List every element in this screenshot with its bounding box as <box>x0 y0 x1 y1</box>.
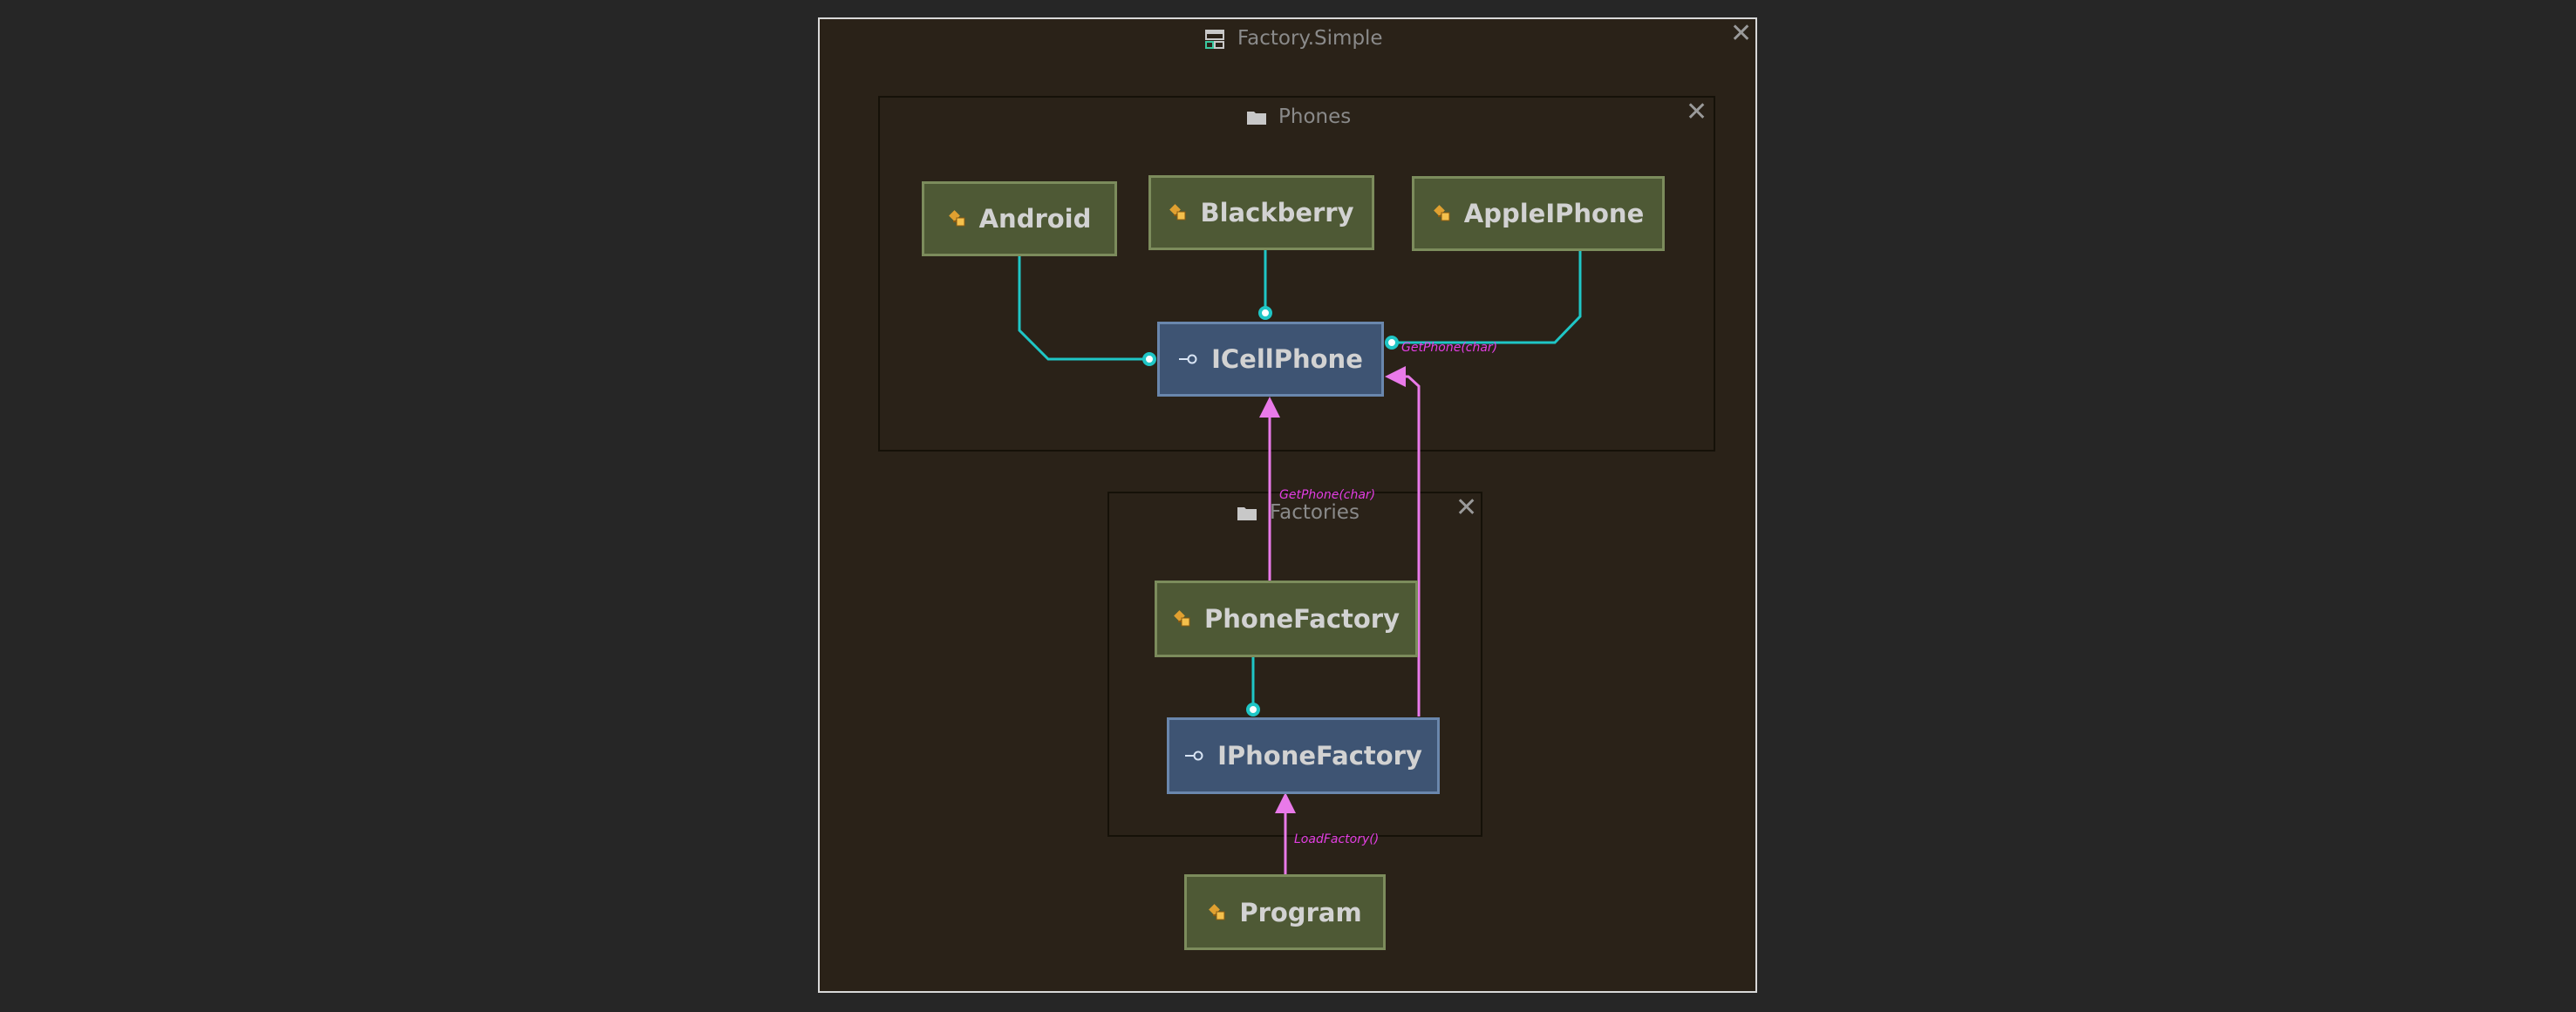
appleiphone-node-label: AppleIPhone <box>1463 199 1645 228</box>
phones-group-close-icon[interactable]: ✕ <box>1686 97 1708 127</box>
program-node[interactable]: Program <box>1184 874 1386 950</box>
diagram-window-icon <box>1204 29 1225 53</box>
factories-group-close-icon[interactable]: ✕ <box>1455 492 1478 523</box>
diagram-window-title: Factory.Simple <box>1237 27 1383 50</box>
class-icon <box>948 209 967 228</box>
iphonefactory-node[interactable]: IPhoneFactory <box>1167 717 1440 794</box>
program-node-label: Program <box>1239 897 1362 927</box>
iphonefactory-node-label: IPhoneFactory <box>1217 741 1422 771</box>
blackberry-implements-port <box>1258 306 1272 320</box>
edge-label-getphone-lower: GetPhone(char) <box>1279 488 1376 502</box>
appleiphone-implements-edge <box>1392 251 1582 344</box>
class-icon <box>1433 204 1452 223</box>
android-node-label: Android <box>978 204 1092 234</box>
factories-group-title: Factories <box>1270 501 1360 524</box>
blackberry-node-label: Blackberry <box>1200 198 1354 228</box>
phonefactory-node-label: PhoneFactory <box>1204 604 1400 634</box>
appleiphone-node[interactable]: AppleIPhone <box>1412 176 1665 251</box>
class-icon <box>1208 903 1227 922</box>
edge-label-getphone-upper: GetPhone(char) <box>1401 341 1498 355</box>
edge-label-loadfactory: LoadFactory() <box>1294 832 1380 846</box>
class-icon <box>1173 609 1192 628</box>
icellphone-node-label: ICellPhone <box>1211 344 1363 374</box>
interface-icon <box>1184 750 1205 762</box>
android-implements-port <box>1142 352 1156 366</box>
blackberry-node[interactable]: Blackberry <box>1148 175 1374 250</box>
icellphone-node[interactable]: ICellPhone <box>1157 322 1384 397</box>
class-icon <box>1169 203 1188 222</box>
android-implements-edge <box>1018 255 1150 361</box>
iphonefactory-to-icellphone-edge <box>1385 366 1421 717</box>
phonefactory-node[interactable]: PhoneFactory <box>1155 581 1418 657</box>
phones-group-title: Phones <box>1278 105 1352 128</box>
appleiphone-implements-port <box>1385 336 1399 350</box>
phonefactory-implements-port <box>1246 703 1260 717</box>
factories-folder-icon <box>1237 504 1257 525</box>
interface-icon <box>1178 353 1199 365</box>
phones-folder-icon <box>1246 108 1267 129</box>
android-node[interactable]: Android <box>922 181 1117 256</box>
diagram-window-close-icon[interactable]: ✕ <box>1730 18 1753 49</box>
